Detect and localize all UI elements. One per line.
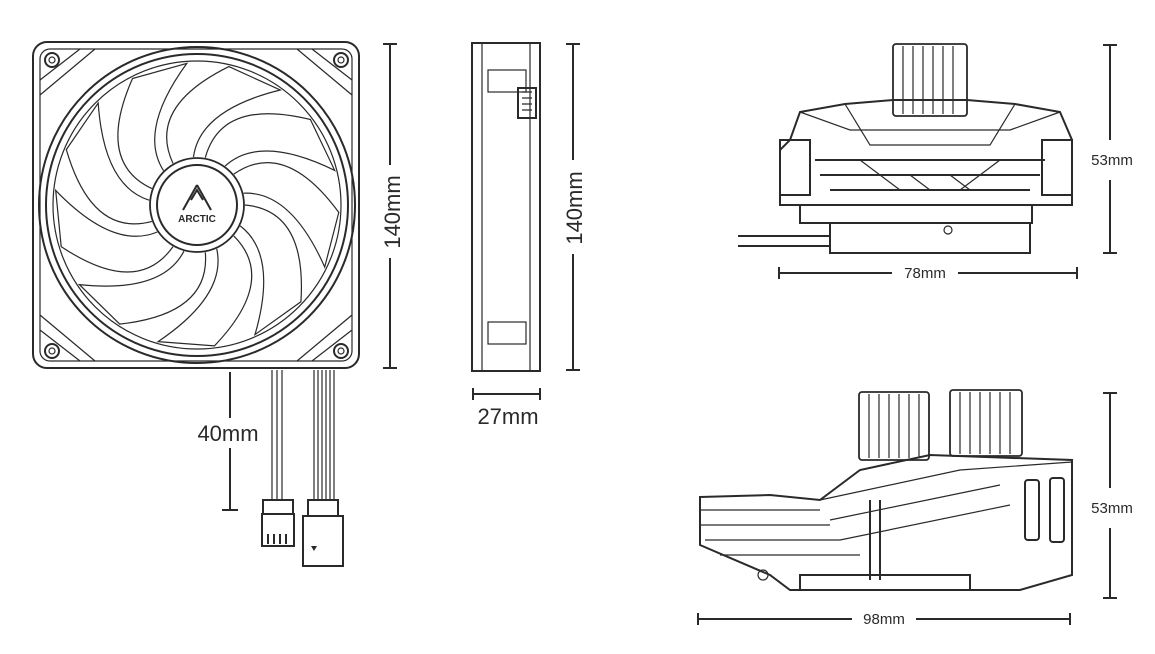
argb-connector-top bbox=[307, 499, 339, 517]
fan-blades bbox=[54, 62, 340, 347]
fan-height-dimension: 140mm bbox=[380, 43, 405, 369]
fan-side-frame bbox=[471, 42, 541, 372]
pump-fitting-left bbox=[858, 391, 930, 461]
pump-front-width-dimension: 78mm bbox=[778, 265, 1078, 282]
screw-hole-inner bbox=[337, 347, 345, 355]
connector-arrow-icon bbox=[311, 546, 317, 551]
fan-blade bbox=[239, 204, 303, 337]
brand-logo-text: ARCTIC bbox=[178, 214, 216, 225]
pump-side-width-dimension: 98mm bbox=[697, 611, 1071, 628]
pump-side-height-dimension: 53mm bbox=[1091, 392, 1133, 599]
fan-side-height-dimension: 140mm bbox=[562, 43, 587, 371]
cable-length-label: 40mm bbox=[197, 421, 258, 446]
pump-side-view bbox=[699, 389, 1073, 591]
pump-front-view bbox=[738, 43, 1073, 254]
cable-length-dimension: 40mm bbox=[197, 372, 259, 511]
pump-tube bbox=[738, 235, 830, 247]
fan-hub bbox=[156, 164, 238, 246]
pump-side-body bbox=[699, 453, 1073, 591]
screw-hole bbox=[44, 343, 60, 359]
pwm-connector bbox=[261, 513, 295, 547]
fan-ring bbox=[45, 53, 349, 357]
pump-side-base bbox=[799, 574, 971, 591]
screw-hole-inner bbox=[48, 347, 56, 355]
pump-front-height-dimension: 53mm bbox=[1091, 44, 1133, 254]
fan-blade bbox=[117, 62, 189, 190]
screw-hole bbox=[333, 52, 349, 68]
screw-holes bbox=[44, 52, 349, 359]
fan-thickness-label: 27mm bbox=[477, 404, 538, 429]
fan-inner-ring bbox=[52, 60, 342, 350]
fan-blade bbox=[166, 65, 283, 164]
pwm-connector-top bbox=[262, 499, 294, 515]
pump-front-height-label: 53mm bbox=[1091, 152, 1133, 169]
cable-exit bbox=[517, 87, 537, 119]
arctic-logo-icon bbox=[182, 184, 212, 211]
screw-hole bbox=[333, 343, 349, 359]
fan-cables bbox=[261, 370, 344, 567]
fan-side-view bbox=[471, 42, 541, 372]
fan-corner-webs bbox=[39, 48, 353, 362]
fan-blade bbox=[77, 250, 207, 325]
fan-height-label: 140mm bbox=[380, 175, 405, 248]
fan-blade bbox=[233, 161, 340, 269]
pump-fitting bbox=[892, 43, 968, 117]
fan-thickness-dimension: 27mm bbox=[472, 388, 541, 429]
pump-front-width-label: 78mm bbox=[904, 265, 946, 282]
pump-cold-plate bbox=[829, 222, 1031, 254]
fan-side-height-label: 140mm bbox=[562, 171, 587, 244]
screw-hole bbox=[44, 52, 60, 68]
pump-fitting-right bbox=[949, 389, 1023, 457]
fan-blade bbox=[156, 235, 253, 347]
fan-blade bbox=[65, 101, 153, 225]
fan-outer-ring bbox=[38, 46, 356, 364]
argb-connector bbox=[302, 515, 344, 567]
screw-hole-inner bbox=[337, 56, 345, 64]
fan-blade bbox=[204, 113, 336, 172]
fan-front-view: ARCTIC bbox=[32, 41, 360, 369]
fan-blade bbox=[54, 188, 174, 273]
fan-frame bbox=[32, 41, 360, 369]
screw-hole-inner bbox=[48, 56, 56, 64]
pump-side-width-label: 98mm bbox=[863, 611, 905, 628]
pump-side-height-label: 53mm bbox=[1091, 500, 1133, 517]
pump-base bbox=[799, 204, 1033, 224]
fan-hub-outer bbox=[149, 157, 245, 253]
